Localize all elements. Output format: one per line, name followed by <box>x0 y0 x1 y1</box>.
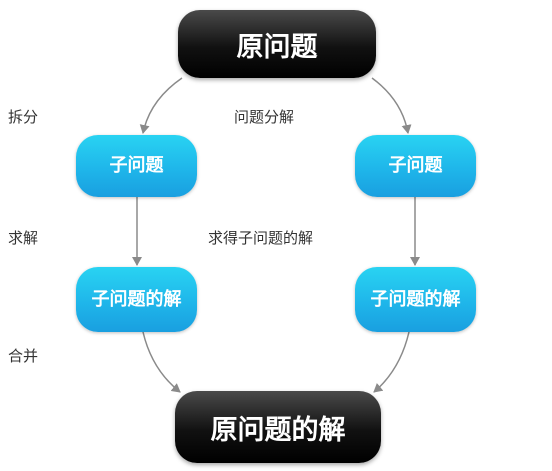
subproblem-right-node: 子问题 <box>355 135 476 197</box>
original-problem-node: 原问题 <box>178 10 376 78</box>
merge-label: 合并 <box>8 347 39 365</box>
subproblem-solution-left-node: 子问题的解 <box>76 267 197 332</box>
solve-label: 求解 <box>8 229 39 247</box>
arrow-sol-left-to-final <box>142 331 181 393</box>
arrow-sol-right-to-final <box>373 331 410 393</box>
decompose-label: 问题分解 <box>234 108 295 126</box>
split-label: 拆分 <box>8 108 39 126</box>
arrow-root-to-sub-left <box>139 77 183 134</box>
original-solution-node: 原问题的解 <box>175 391 381 463</box>
arrow-root-to-sub-right <box>371 77 412 134</box>
subproblem-left-node: 子问题 <box>76 135 197 197</box>
subproblem-solution-right-node: 子问题的解 <box>355 267 476 332</box>
solve-subproblems-label: 求得子问题的解 <box>208 229 314 247</box>
